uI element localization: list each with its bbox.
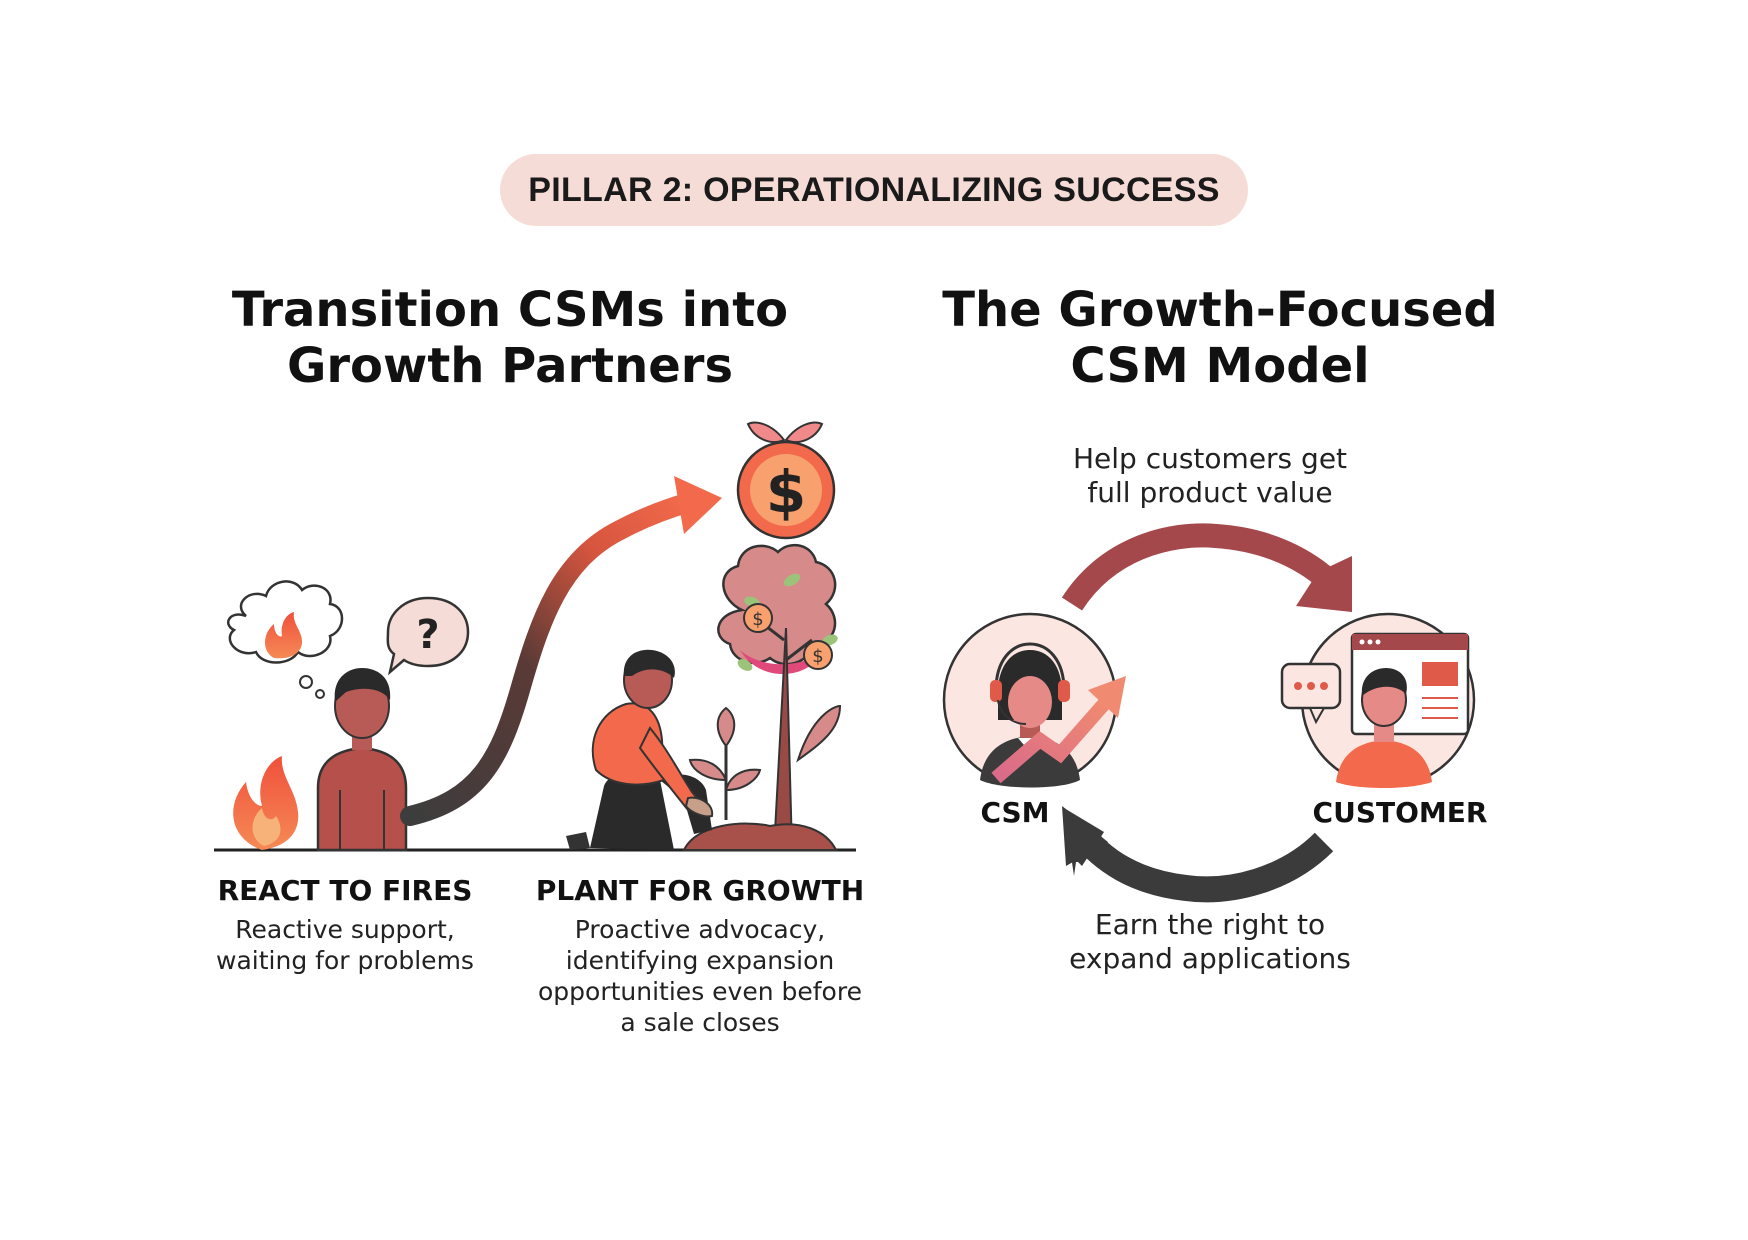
reactive-person-icon xyxy=(316,668,408,852)
question-mark: ? xyxy=(416,612,439,658)
expand-caption-line2: expand applications xyxy=(1069,942,1351,975)
value-arrow-icon xyxy=(1061,523,1352,612)
left-heading-line2: Growth Partners xyxy=(286,338,734,394)
left-heading: Transition CSMs into Growth Partners xyxy=(200,282,820,394)
money-tree-icon: $ $ xyxy=(682,543,842,851)
plant-desc-line1: Proactive advocacy, xyxy=(574,915,826,944)
left-heading-line1: Transition CSMs into xyxy=(231,282,789,338)
dollar-sign: $ xyxy=(766,458,806,526)
csm-avatar-icon xyxy=(942,612,1126,788)
right-heading-line1: The Growth-Focused xyxy=(942,282,1498,338)
dollar-coin-icon: $ xyxy=(736,421,836,540)
right-heading-line2: CSM Model xyxy=(1070,338,1370,394)
planting-person-icon xyxy=(566,649,714,850)
plant-description: Proactive advocacy, identifying expansio… xyxy=(530,914,870,1038)
react-desc-line2: waiting for problems xyxy=(216,946,474,975)
value-caption-line1: Help customers get xyxy=(1072,442,1348,475)
react-description: Reactive support, waiting for problems xyxy=(200,914,490,976)
expand-caption: Earn the right to expand applications xyxy=(1040,908,1380,976)
plant-desc-line2: identifying expansion xyxy=(565,946,835,975)
react-desc-line1: Reactive support, xyxy=(235,915,455,944)
sprout-icon xyxy=(688,706,762,820)
csm-label: CSM xyxy=(980,796,1050,829)
pillar-badge: PILLAR 2: OPERATIONALIZING SUCCESS xyxy=(500,154,1248,226)
expand-caption-line1: Earn the right to xyxy=(1094,908,1326,941)
growth-trend-arrow-icon xyxy=(400,476,722,826)
thought-cloud-icon xyxy=(227,580,344,699)
customer-label: CUSTOMER xyxy=(1312,796,1488,829)
right-heading: The Growth-Focused CSM Model xyxy=(900,282,1540,394)
ground-fire-icon xyxy=(233,756,299,850)
value-caption: Help customers get full product value xyxy=(1040,442,1380,510)
svg-text:$: $ xyxy=(812,646,823,667)
expand-arrow-icon xyxy=(1062,806,1334,903)
customer-avatar-icon xyxy=(1280,612,1476,788)
plant-title: PLANT FOR GROWTH xyxy=(535,874,865,907)
react-title: REACT TO FIRES xyxy=(217,874,473,907)
plant-desc-line3: opportunities even before xyxy=(538,977,862,1006)
svg-text:$: $ xyxy=(752,609,763,630)
plant-desc-line4: a sale closes xyxy=(620,1008,780,1037)
value-caption-line2: full product value xyxy=(1087,476,1333,509)
question-bubble-icon: ? xyxy=(386,596,470,676)
pillar-label: PILLAR 2: OPERATIONALIZING SUCCESS xyxy=(528,170,1220,209)
